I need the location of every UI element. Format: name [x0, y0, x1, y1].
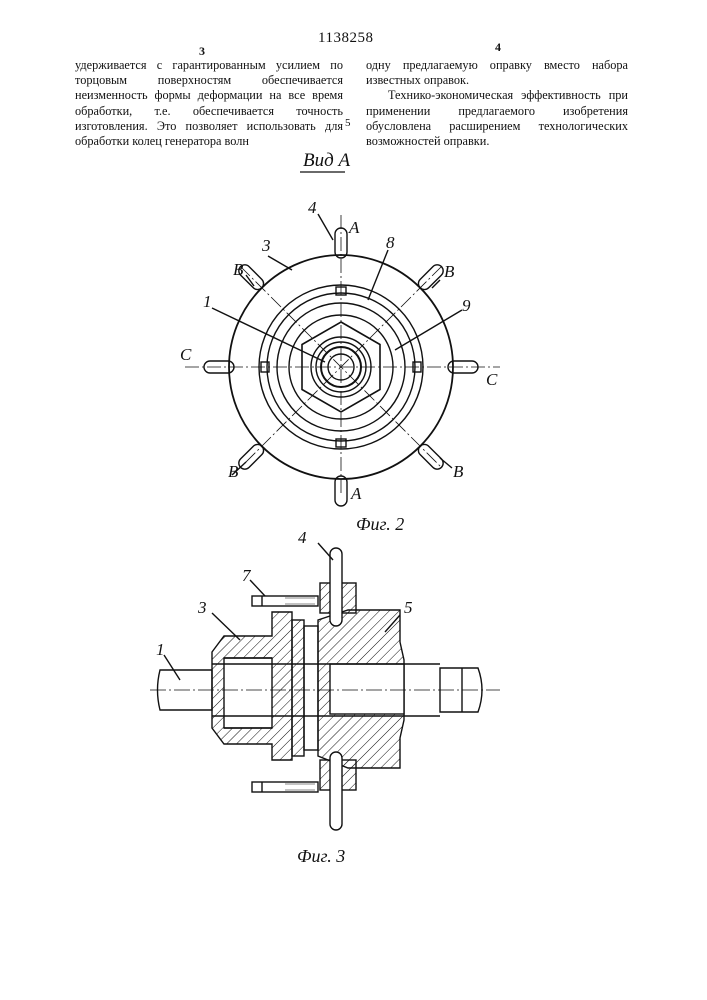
fig3-label-3: 3	[198, 598, 207, 618]
fig3-caption: Фиг. 3	[297, 846, 345, 867]
fig3-label-1: 1	[156, 640, 165, 660]
fig3-label-4: 4	[298, 528, 307, 548]
fig3-label-5: 5	[404, 598, 413, 618]
fig3-label-7: 7	[242, 566, 251, 586]
